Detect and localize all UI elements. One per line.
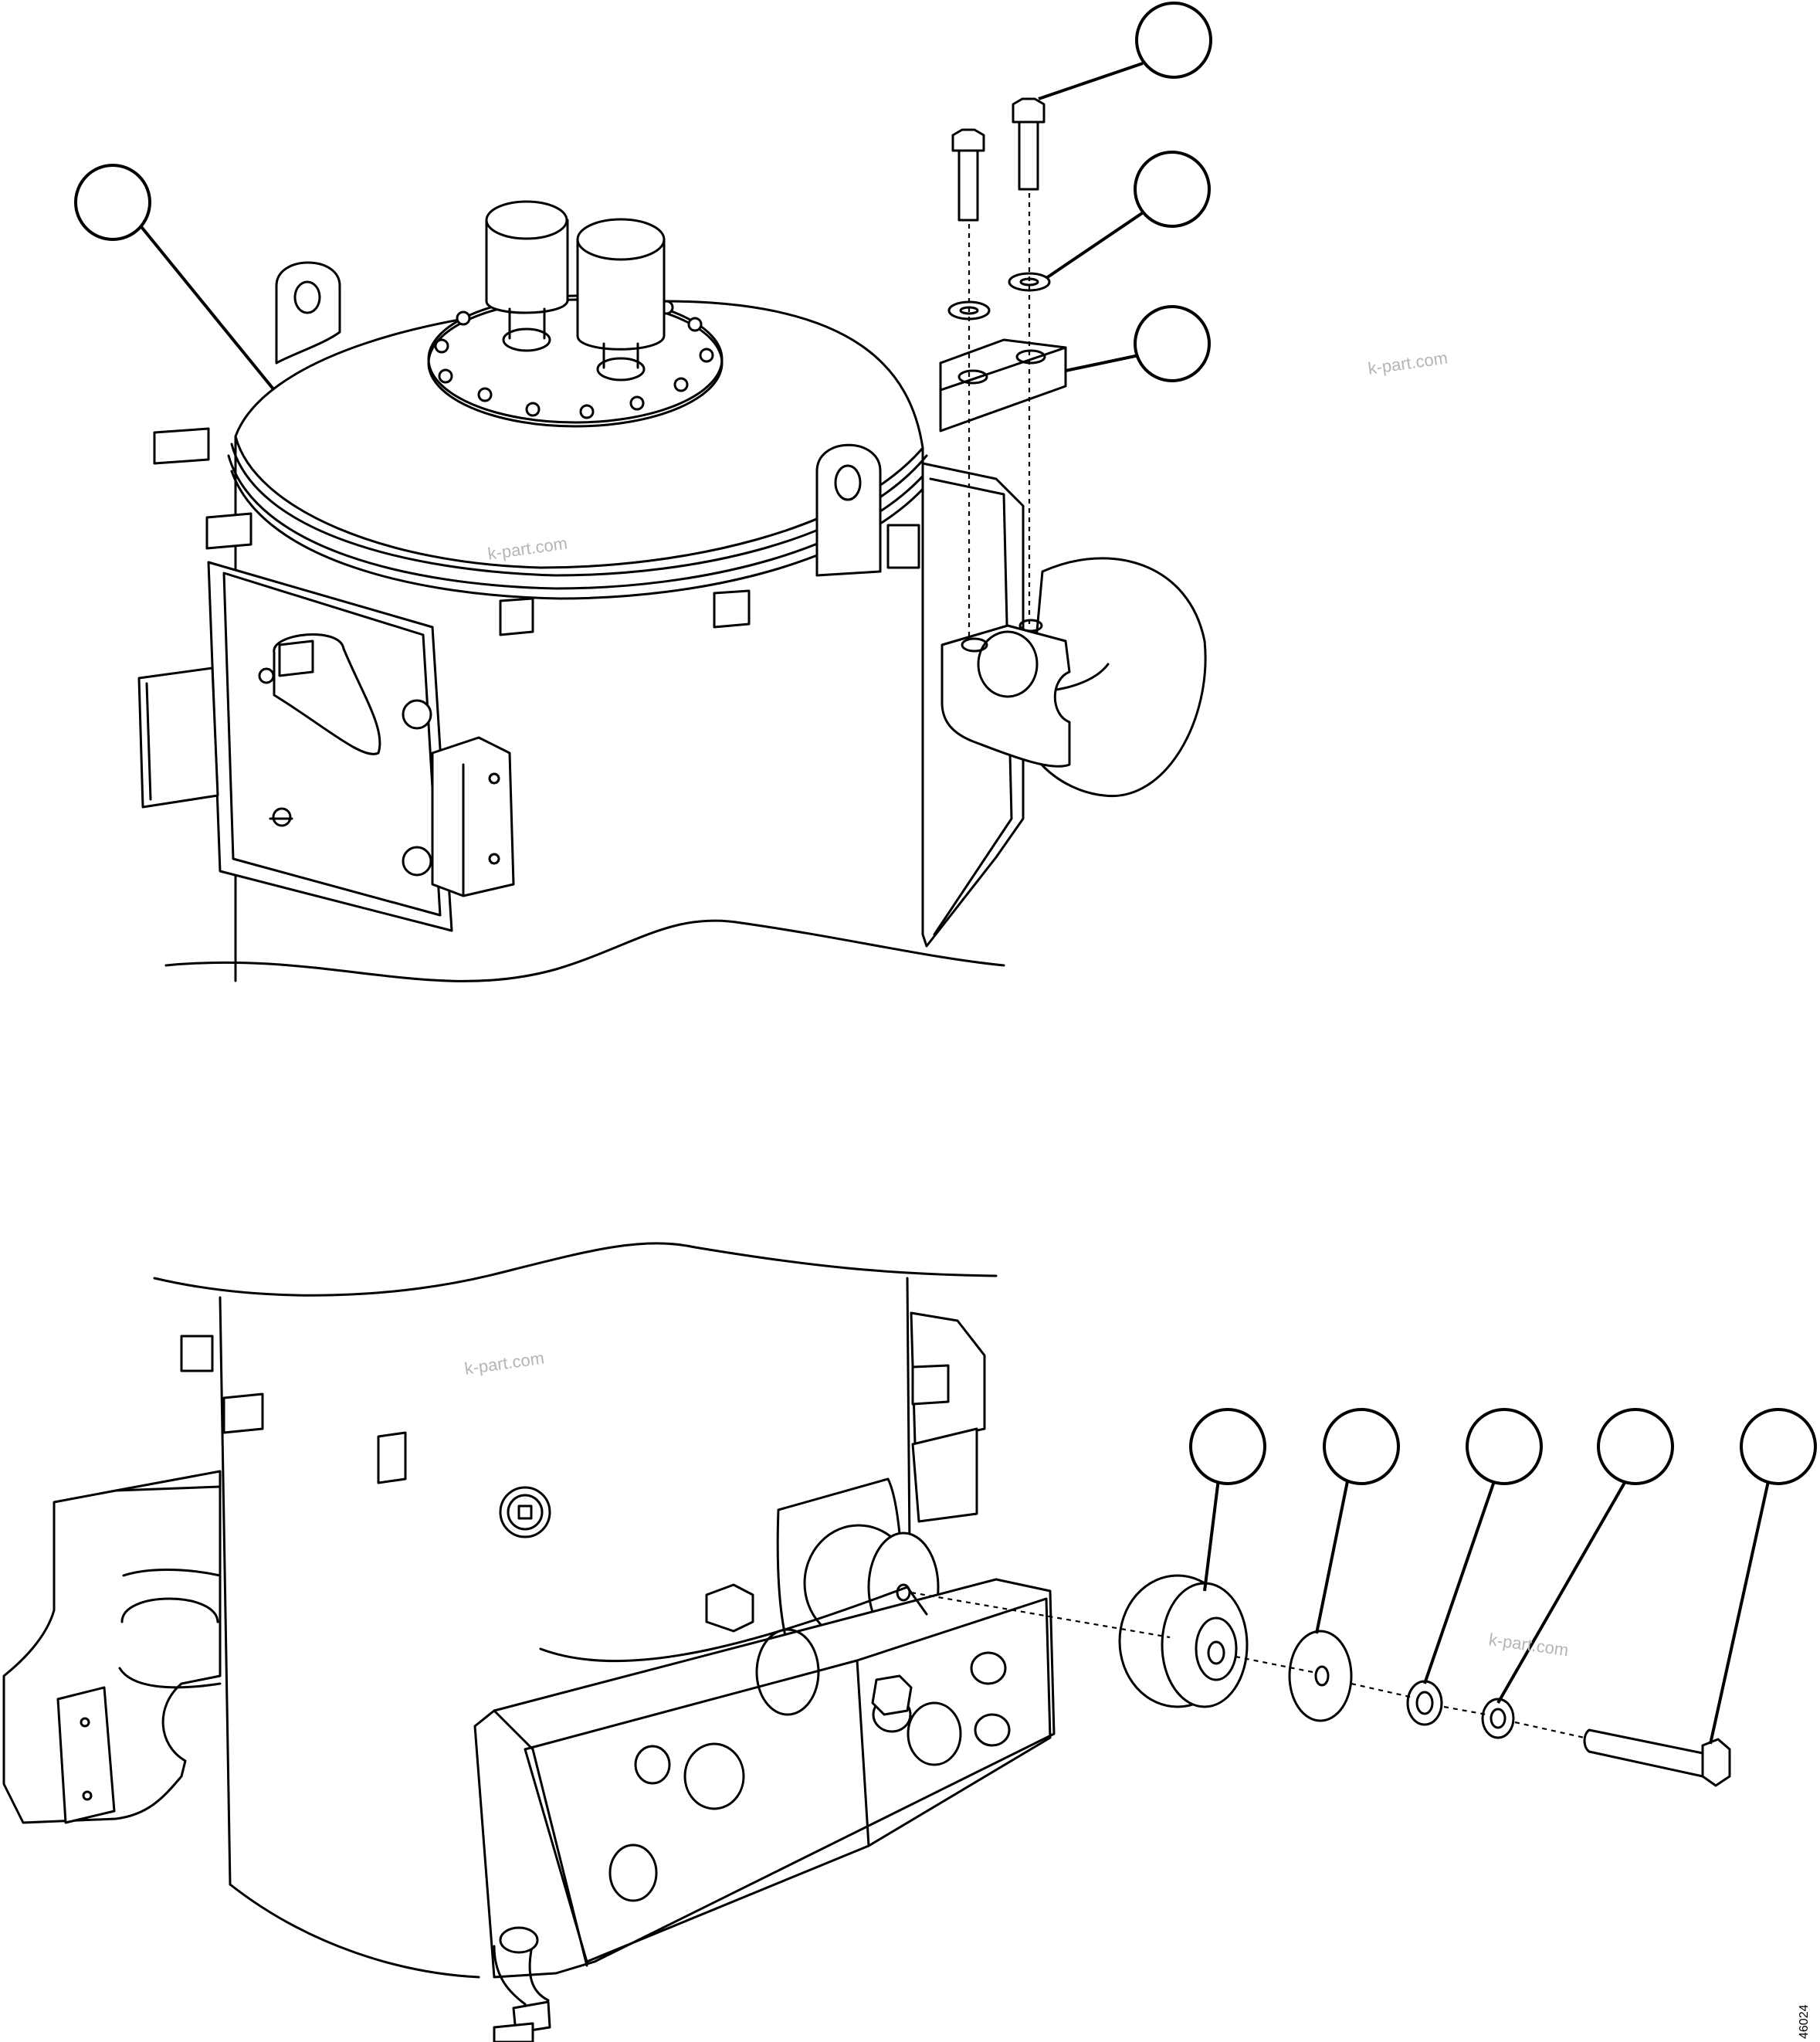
trunnion-clamp (941, 619, 1071, 768)
callout-balloon-tank (74, 164, 151, 241)
drain-plug (499, 1486, 551, 1538)
callout-balloon-bolt (1135, 2, 1212, 79)
exploded-bolt-left (951, 128, 985, 222)
exploded-flat-washer (1481, 1698, 1515, 1739)
callout-balloon-mount (1189, 1408, 1266, 1485)
lifting-eye-left (275, 261, 341, 365)
exploded-large-washer (1288, 1630, 1353, 1722)
side-access-panel (137, 561, 515, 932)
mounting-disc (1010, 557, 1207, 798)
valve-block-assembly (473, 1578, 1056, 1979)
filter-canister-left (485, 200, 569, 352)
reservoir-tank-top-view (137, 97, 1207, 982)
reservoir-tank-bottom-view (2, 1242, 1731, 2042)
drain-fitting (493, 1926, 551, 2042)
exploded-split-washer (1406, 1680, 1443, 1726)
callouts-bottom (1189, 1408, 1817, 1745)
callout-balloon-flat-washer (1597, 1408, 1674, 1485)
exploded-hex-bolt (1583, 1728, 1731, 1787)
callout-balloon-washer (1134, 151, 1211, 228)
frame-bracket (2, 1470, 222, 1824)
callout-balloon-hex-bolt (1740, 1408, 1817, 1485)
exploded-bolt-right (1012, 97, 1046, 191)
callout-balloon-block (1134, 305, 1211, 382)
callout-balloon-large-washer (1323, 1408, 1400, 1485)
callout-balloon-split-washer (1466, 1408, 1543, 1485)
drawing-number: 46024 (1798, 2004, 1811, 2040)
callouts-top (74, 2, 1212, 392)
filter-canister-right (576, 218, 666, 382)
exploded-rubber-mount (1118, 1574, 1249, 1708)
exploded-spacer-block (939, 338, 1067, 432)
lifting-eye-right (815, 443, 882, 577)
